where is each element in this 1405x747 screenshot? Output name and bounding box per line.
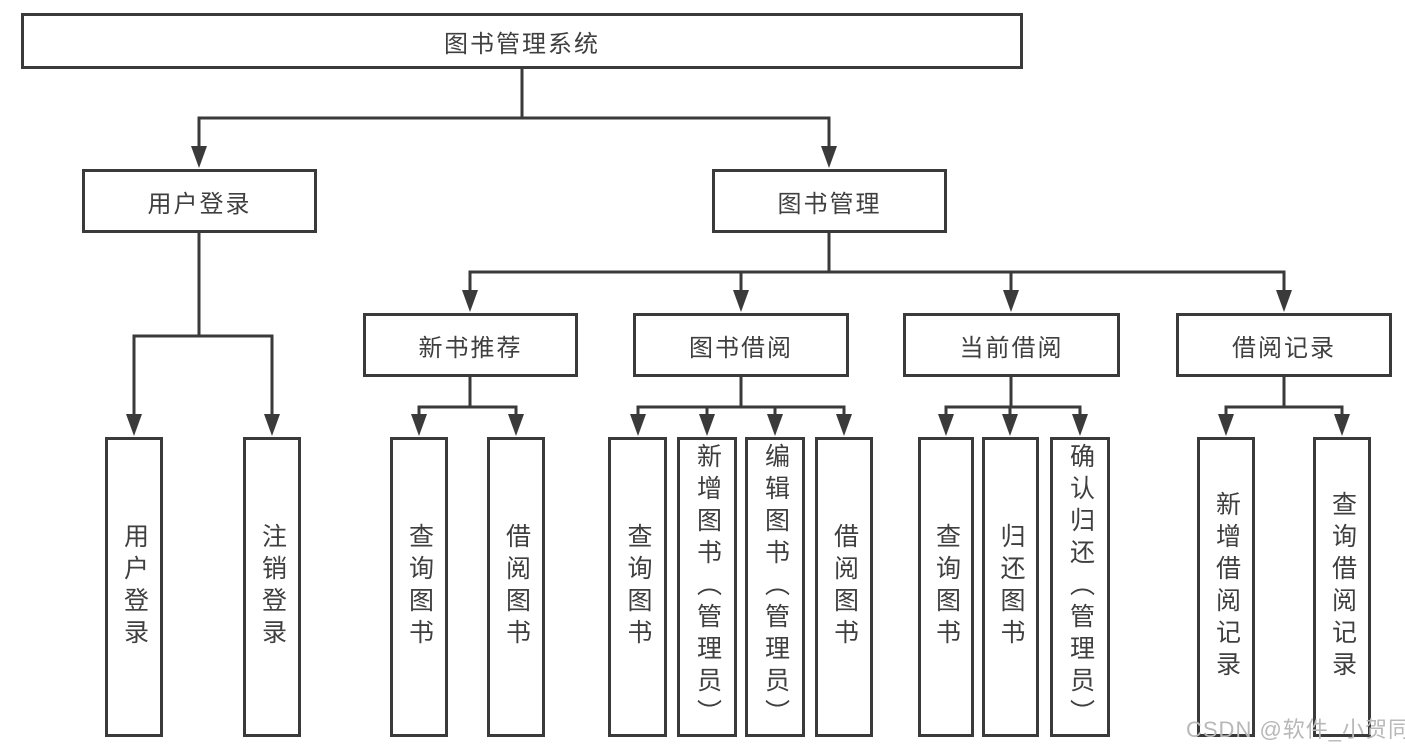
- leaf-label: 查询借阅记录: [1328, 491, 1357, 683]
- node-current-borrowing: 当前借阅: [903, 313, 1120, 377]
- node-label: 图书管理系统: [444, 30, 600, 58]
- leaf-confirm-return-admin: 确认归还（管理员）: [1050, 437, 1110, 737]
- leaf-label: 查询图书: [624, 523, 652, 651]
- leaf-query-books: 查询图书: [390, 437, 448, 737]
- leaf-query-books: 查询图书: [608, 437, 667, 737]
- leaf-label: 确认归还（管理员）: [1066, 443, 1095, 731]
- leaf-label: 用户登录: [120, 523, 149, 651]
- leaf-borrow-books: 借阅图书: [487, 437, 545, 737]
- leaf-query-borrow-record: 查询借阅记录: [1313, 437, 1371, 737]
- node-label: 用户登录: [147, 190, 252, 218]
- leaf-label: 新增借阅记录: [1212, 491, 1241, 683]
- watermark: CSDN @软件_小贺同学: [1186, 717, 1405, 742]
- node-borrowing-records: 借阅记录: [1176, 313, 1392, 377]
- leaf-label: 借阅图书: [830, 523, 859, 651]
- node-label: 当前借阅: [959, 334, 1064, 362]
- node-new-book-recommendation: 新书推荐: [363, 313, 578, 377]
- leaf-label: 归还图书: [997, 523, 1025, 651]
- leaf-add-books-admin: 新增图书（管理员）: [677, 437, 737, 737]
- leaf-label: 编辑图书（管理员）: [761, 443, 790, 731]
- leaf-edit-books-admin: 编辑图书（管理员）: [745, 437, 805, 737]
- node-book-borrowing: 图书借阅: [633, 313, 849, 377]
- leaf-label: 注销登录: [258, 523, 287, 651]
- node-label: 借阅记录: [1232, 334, 1336, 362]
- leaf-label: 查询图书: [932, 523, 961, 651]
- node-label: 新书推荐: [418, 334, 523, 362]
- node-library-system: 图书管理系统: [21, 13, 1023, 69]
- leaf-label: 查询图书: [405, 523, 434, 651]
- leaf-user-login: 用户登录: [105, 437, 163, 737]
- node-label: 图书借阅: [689, 334, 793, 362]
- leaf-label: 新增图书（管理员）: [693, 443, 722, 731]
- leaf-logout-login: 注销登录: [243, 437, 301, 737]
- leaf-query-books: 查询图书: [918, 437, 974, 737]
- node-user-login: 用户登录: [82, 169, 317, 233]
- leaf-return-books: 归还图书: [982, 437, 1039, 737]
- leaf-add-borrow-record: 新增借阅记录: [1197, 437, 1255, 737]
- node-book-management: 图书管理: [712, 169, 947, 233]
- leaf-label: 借阅图书: [502, 523, 531, 651]
- leaf-borrow-books: 借阅图书: [815, 437, 873, 737]
- arrowheads: [126, 146, 1350, 436]
- node-label: 图书管理: [777, 190, 882, 218]
